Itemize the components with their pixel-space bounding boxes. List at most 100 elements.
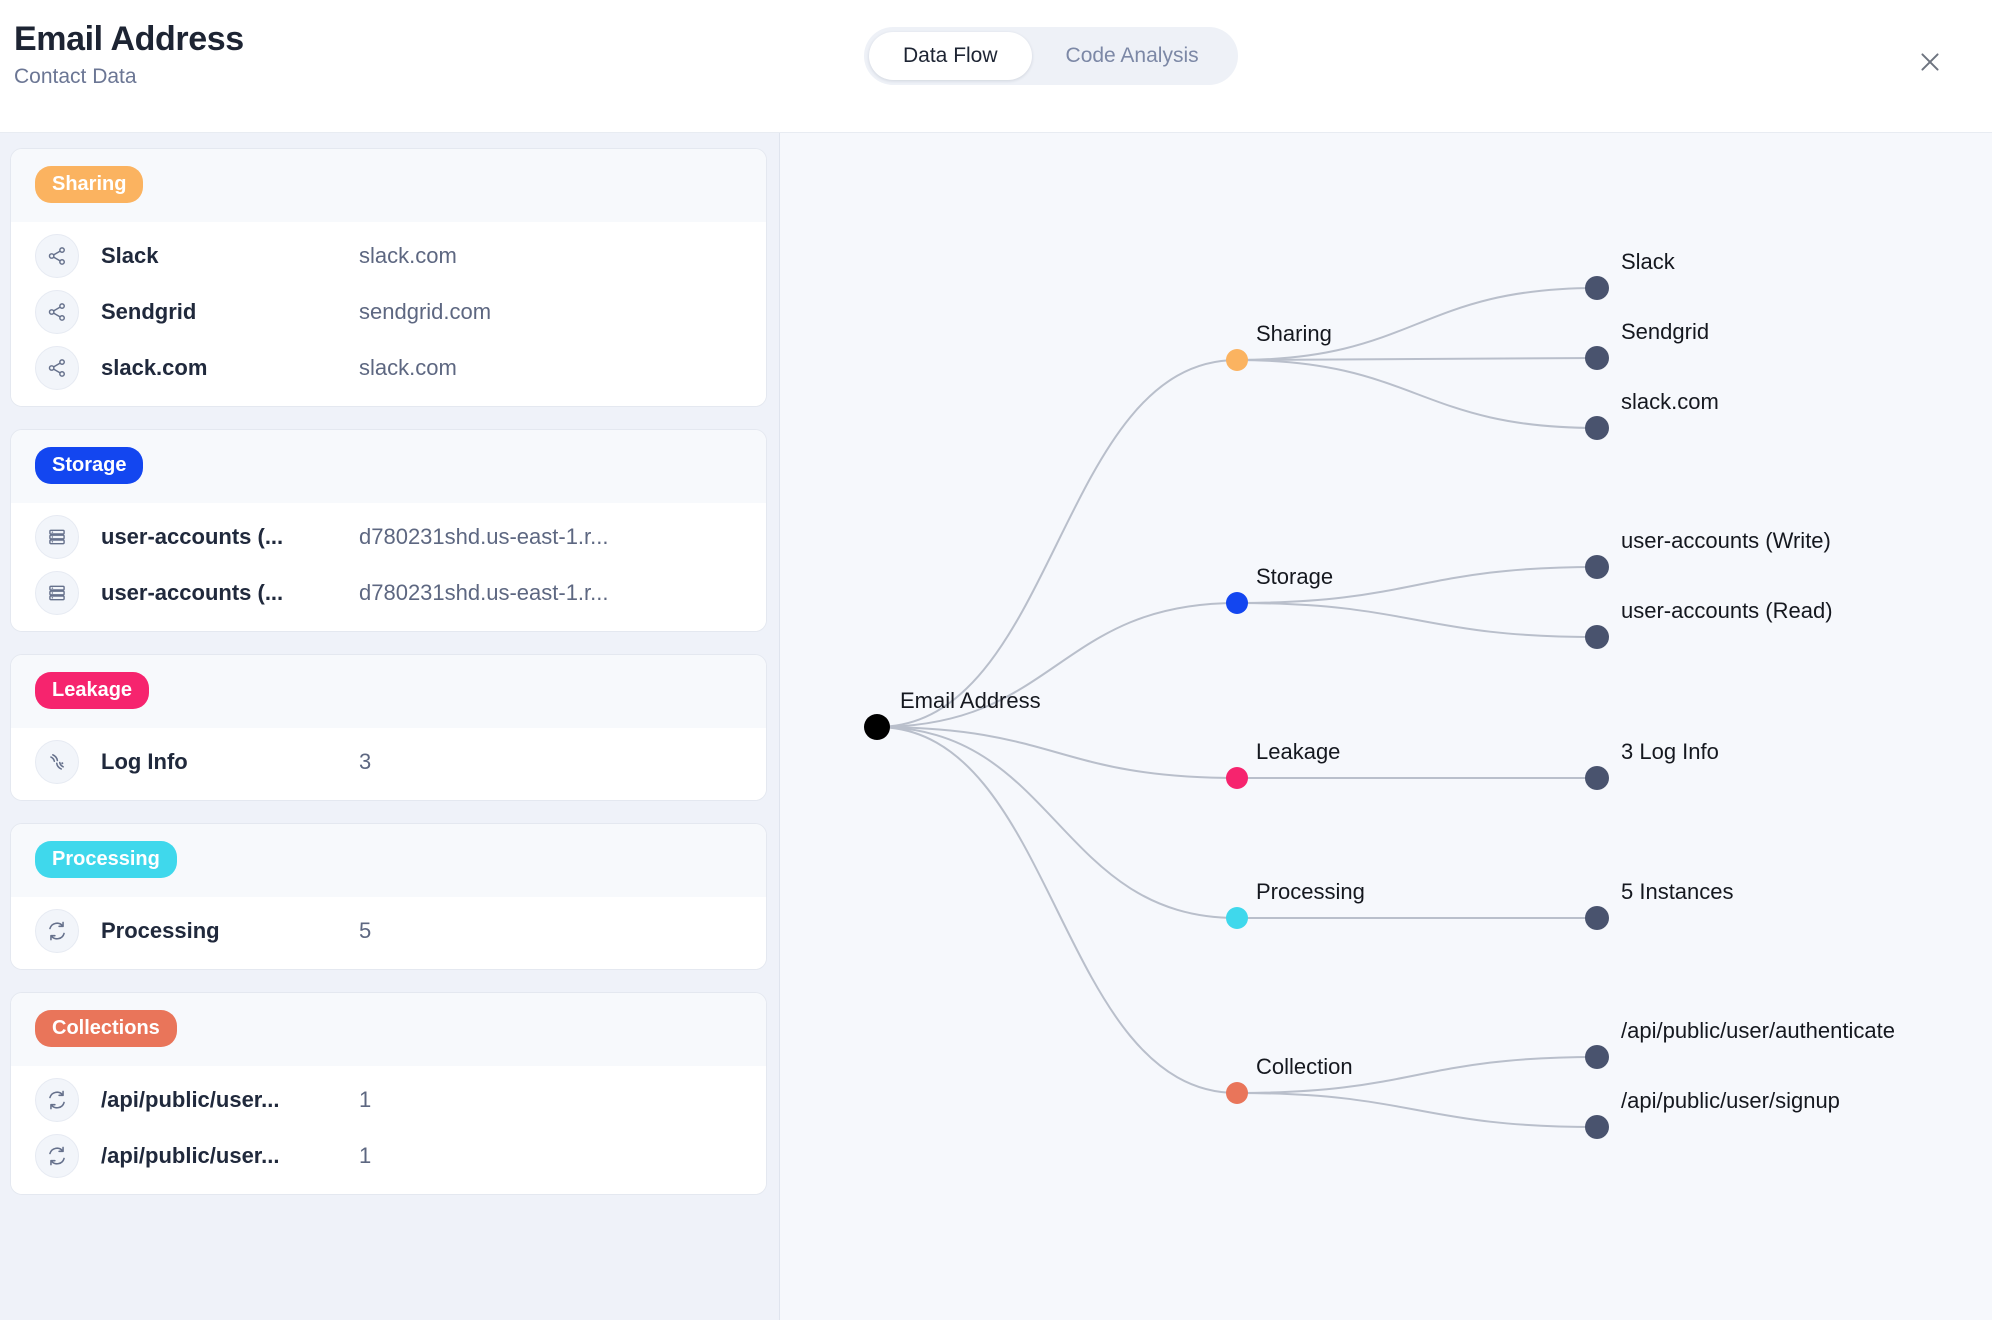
tab-code-analysis[interactable]: Code Analysis xyxy=(1065,44,1199,67)
card-rows: Processing 5 xyxy=(11,897,766,969)
flow-leaf-node[interactable] xyxy=(1585,276,1609,300)
list-item[interactable]: Sendgrid sendgrid.com xyxy=(11,284,766,340)
refresh-cycle-icon xyxy=(35,909,79,953)
flow-root-label: Email Address xyxy=(900,688,1041,713)
list-item[interactable]: Slack slack.com xyxy=(11,228,766,284)
list-item-label: /api/public/user... xyxy=(101,1087,280,1112)
view-tab-switcher[interactable]: Data Flow Code Analysis xyxy=(864,27,1238,85)
list-item-label: Slack xyxy=(101,243,159,268)
flow-leaf-label: Slack xyxy=(1621,249,1675,274)
flow-leaf-node[interactable] xyxy=(1585,346,1609,370)
flow-edge xyxy=(876,726,1238,1094)
card-rows: user-accounts (... d780231shd.us-east-1.r… xyxy=(11,503,766,631)
flow-leaf-label: 5 Instances xyxy=(1621,879,1734,904)
close-icon[interactable] xyxy=(1908,40,1952,84)
category-chip: Collections xyxy=(35,1010,177,1047)
signal-leak-icon xyxy=(35,740,79,784)
list-item-label: user-accounts (... xyxy=(101,580,284,605)
flow-leaf-node[interactable] xyxy=(1585,416,1609,440)
share-nodes-icon xyxy=(35,346,79,390)
list-item-value: 5 xyxy=(359,918,372,943)
flow-category-node[interactable] xyxy=(1226,349,1248,371)
page-title: Email Address xyxy=(14,20,244,58)
category-card: Collections/api/public/user... 1/api/publ… xyxy=(10,992,767,1195)
flow-leaf-label: slack.com xyxy=(1621,389,1719,414)
flow-category-node[interactable] xyxy=(1226,592,1248,614)
list-item-label: slack.com xyxy=(101,355,208,380)
flow-leaf-node[interactable] xyxy=(1585,906,1609,930)
flow-edge xyxy=(876,726,1238,779)
card-header: Collections xyxy=(11,993,766,1066)
category-chip: Processing xyxy=(35,841,177,878)
title-block: Email Address Contact Data xyxy=(14,18,244,92)
flow-leaf-node[interactable] xyxy=(1585,766,1609,790)
card-header: Leakage xyxy=(11,655,766,728)
flow-category-node[interactable] xyxy=(1226,1082,1248,1104)
flow-edge xyxy=(1236,602,1598,638)
panel-header: Email Address Contact Data Data Flow Cod… xyxy=(0,0,1992,133)
flow-root-node[interactable] xyxy=(864,714,890,740)
flow-edge xyxy=(1236,357,1598,361)
flow-category-label: Sharing xyxy=(1256,321,1332,346)
category-chip: Leakage xyxy=(35,672,150,709)
flow-edge xyxy=(1236,1092,1598,1128)
list-item-label: Sendgrid xyxy=(101,299,197,324)
flow-leaf-node[interactable] xyxy=(1585,625,1609,649)
category-chip: Storage xyxy=(35,447,144,484)
database-icon xyxy=(35,571,79,615)
flow-leaf-label: user-accounts (Read) xyxy=(1621,598,1833,623)
flow-leaf-node[interactable] xyxy=(1585,555,1609,579)
list-item-value: d780231shd.us-east-1.r... xyxy=(359,524,609,549)
list-item-label: /api/public/user... xyxy=(101,1143,280,1168)
tab-data-flow[interactable]: Data Flow xyxy=(869,32,1032,80)
list-item-value: 1 xyxy=(359,1087,372,1112)
list-item[interactable]: /api/public/user... 1 xyxy=(11,1072,766,1128)
flow-category-label: Collection xyxy=(1256,1054,1353,1079)
flow-leaf-label: 3 Log Info xyxy=(1621,739,1719,764)
category-card: Storage user-accounts (... d780231shd.us-e… xyxy=(10,429,767,632)
refresh-cycle-icon xyxy=(35,1078,79,1122)
flow-edge xyxy=(876,359,1238,728)
list-item-value: 1 xyxy=(359,1143,372,1168)
flow-category-node[interactable] xyxy=(1226,907,1248,929)
list-item[interactable]: user-accounts (... d780231shd.us-east-1.r… xyxy=(11,509,766,565)
flow-category-label: Leakage xyxy=(1256,739,1341,764)
card-header: Storage xyxy=(11,430,766,503)
list-item-label: Processing xyxy=(101,918,220,943)
share-nodes-icon xyxy=(35,290,79,334)
flow-edge xyxy=(1236,1056,1598,1094)
share-nodes-icon xyxy=(35,234,79,278)
list-item-value: sendgrid.com xyxy=(359,299,492,324)
category-chip: Sharing xyxy=(35,166,144,203)
refresh-cycle-icon xyxy=(35,1134,79,1178)
list-item[interactable]: slack.com slack.com xyxy=(11,340,766,396)
flow-edge xyxy=(1236,359,1598,429)
flow-leaf-node[interactable] xyxy=(1585,1045,1609,1069)
list-item[interactable]: /api/public/user... 1 xyxy=(11,1128,766,1184)
flow-edge xyxy=(1236,287,1598,361)
list-item-value: slack.com xyxy=(359,355,457,380)
list-item-value: slack.com xyxy=(359,243,457,268)
list-item[interactable]: user-accounts (...d780231shd.us-east-1.r… xyxy=(11,565,766,621)
card-rows: /api/public/user... 1/api/public/user... 1 xyxy=(11,1066,766,1194)
page-subtitle: Contact Data xyxy=(14,65,137,88)
flow-category-label: Processing xyxy=(1256,879,1365,904)
flow-leaf-node[interactable] xyxy=(1585,1115,1609,1139)
flow-edge xyxy=(1236,566,1598,604)
flow-category-node[interactable] xyxy=(1226,767,1248,789)
list-item[interactable]: Processing 5 xyxy=(11,903,766,959)
list-item-label: user-accounts (... xyxy=(101,524,284,549)
flow-leaf-label: /api/public/user/authenticate xyxy=(1621,1018,1895,1043)
flow-edge xyxy=(876,602,1238,728)
flow-category-label: Storage xyxy=(1256,564,1334,589)
list-item-value: 3 xyxy=(359,749,372,774)
